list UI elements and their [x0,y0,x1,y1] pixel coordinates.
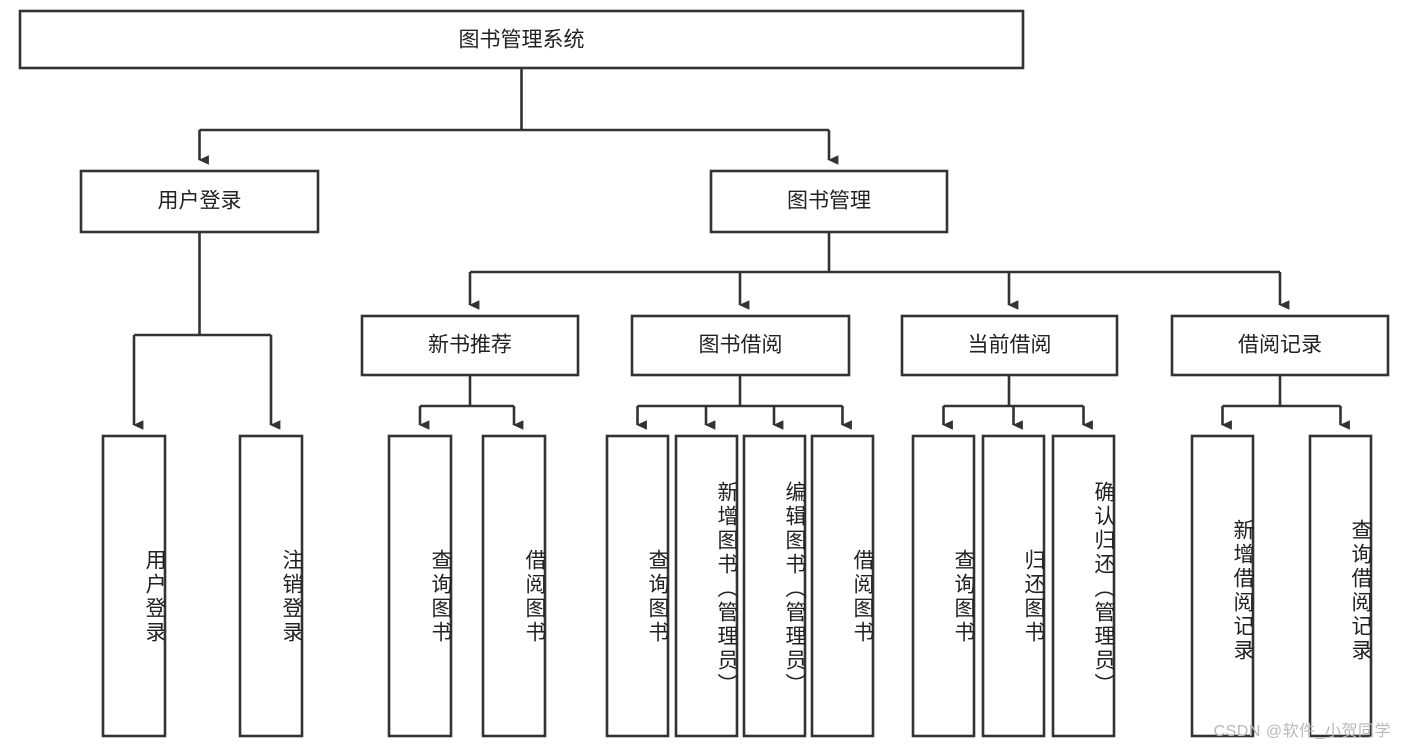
connector-group-user-login [132,232,281,430]
node-leaf-user-login-box[interactable] [101,434,167,738]
node-current-borrow[interactable]: 当前借阅 [900,314,1119,377]
node-leaf-query-record-box[interactable] [1308,434,1373,738]
leaf-boxes [101,434,1373,738]
node-book-borrow-label: 图书借阅 [699,334,783,357]
node-leaf-add-record-box[interactable] [1190,434,1255,738]
node-leaf-query-book-nb-box[interactable] [387,434,453,738]
connector-group-current-borrow [942,375,1093,430]
node-borrow-record[interactable]: 借阅记录 [1170,314,1390,377]
connector-group-new-book-recommend [418,375,524,430]
node-leaf-confirm-return-box[interactable] [1051,434,1116,738]
node-root-box[interactable] [18,9,1025,70]
node-new-book-recommend[interactable]: 新书推荐 [360,314,580,377]
node-user-login-box[interactable] [79,169,320,234]
csdn-watermark: CSDN @软件_小贺同学 [1213,723,1391,740]
node-book-management[interactable]: 图书管理 [709,169,949,234]
connector-group-book-borrow [636,375,852,430]
node-leaf-logout-box[interactable] [238,434,304,738]
connector-group-root [198,68,839,165]
node-user-login-label: 用户登录 [158,190,242,213]
node-leaf-edit-book-box[interactable] [742,434,807,738]
node-borrow-record-label: 借阅记录 [1238,334,1322,357]
node-root[interactable]: 图书管理系统 [18,9,1025,70]
node-book-borrow-box[interactable] [630,314,851,377]
node-new-book-recommend-label: 新书推荐 [428,334,512,357]
node-leaf-borrow-book-nb-box[interactable] [481,434,547,738]
node-leaf-query-book-bb-box[interactable] [605,434,670,738]
connector-group-book-management [468,232,1290,310]
node-leaf-query-book-cb-box[interactable] [911,434,976,738]
node-leaf-add-book-box[interactable] [674,434,739,738]
node-book-management-box[interactable] [709,169,949,234]
node-user-login[interactable]: 用户登录 [79,169,320,234]
node-leaf-return-book-box[interactable] [981,434,1046,738]
node-current-borrow-box[interactable] [900,314,1119,377]
node-current-borrow-label: 当前借阅 [968,334,1052,357]
node-book-management-label: 图书管理 [787,190,871,213]
node-new-book-recommend-box[interactable] [360,314,580,377]
node-borrow-record-box[interactable] [1170,314,1390,377]
connector-group-borrow-record [1221,375,1350,430]
node-leaf-borrow-book-bb-box[interactable] [810,434,875,738]
node-root-label: 图书管理系统 [459,29,585,52]
node-book-borrow[interactable]: 图书借阅 [630,314,851,377]
